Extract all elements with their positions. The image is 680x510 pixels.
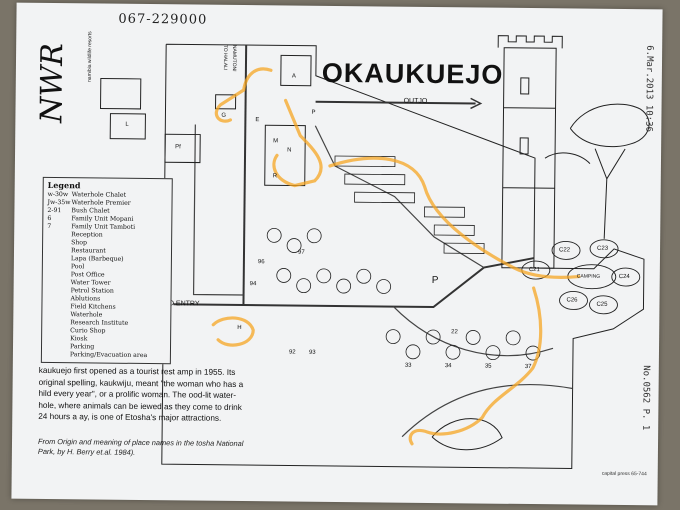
fax-page-stamp: No.0562 P. 1 xyxy=(640,365,651,431)
map-label-pf: Pf xyxy=(175,144,181,151)
legend-code: 7 xyxy=(47,222,52,231)
legend-label: Pool xyxy=(70,263,85,271)
legend-item: Parking/Evacuation area xyxy=(46,351,166,360)
legend-code xyxy=(47,239,71,247)
legend-label: Kiosk xyxy=(70,335,88,343)
legend-code: 6 xyxy=(47,214,52,223)
road-chalet xyxy=(314,125,485,269)
svg-text:NWR: NWR xyxy=(37,43,70,124)
legend-code xyxy=(46,335,70,343)
map-label-37: 37 xyxy=(524,363,532,371)
parking-label: P xyxy=(431,274,439,287)
road-south-loop xyxy=(393,306,554,357)
road-waterhole xyxy=(401,383,573,438)
legend-title: Legend xyxy=(47,179,81,191)
road-outjo xyxy=(315,100,476,105)
map-label-h: H xyxy=(237,324,242,332)
logo-tagline: namibia wildlife resorts xyxy=(86,31,94,83)
road-no-entry xyxy=(173,257,535,309)
legend-code xyxy=(46,343,70,351)
legend-code xyxy=(47,247,71,255)
namutoni-road-label: NAMUTONI xyxy=(230,44,238,72)
legend-label: Shop xyxy=(71,239,88,247)
map-label-34: 34 xyxy=(444,363,452,370)
outjo-road-label: OUTJO xyxy=(403,97,428,105)
map-label-97: 97 xyxy=(297,249,305,256)
legend-code xyxy=(47,287,71,295)
campsite-label-c26: C26 xyxy=(566,297,578,304)
building-a xyxy=(280,54,312,87)
legend-code xyxy=(46,303,70,311)
chalet-rows xyxy=(334,155,485,254)
legend-code: Jw-35w xyxy=(47,198,71,207)
map-label-g: G xyxy=(221,112,227,119)
legend-code xyxy=(47,279,71,287)
campsite-label-c22: C22 xyxy=(559,247,571,254)
legend-code xyxy=(46,295,70,303)
map-sheet: NWR namibia wildlife resorts 067-229000 … xyxy=(11,2,663,506)
legend-code xyxy=(46,319,70,327)
building-reception xyxy=(264,124,306,187)
camp-boundary xyxy=(161,43,645,469)
handwritten-phone-number: 067-229000 xyxy=(118,11,208,28)
nwr-logo-mark: NWR xyxy=(34,43,70,124)
campsite-pods xyxy=(521,239,641,315)
highlighted-route xyxy=(211,67,581,446)
camp-map-drawing xyxy=(100,35,650,469)
outjo-arrow xyxy=(470,97,483,110)
map-label-92: 92 xyxy=(288,349,296,356)
legend-code: 2-91 xyxy=(47,206,62,215)
legend-code xyxy=(47,271,71,279)
map-label-94: 94 xyxy=(249,281,257,288)
road-north-south xyxy=(242,45,248,306)
tree-illustration xyxy=(544,103,650,239)
fax-date-stamp: 6.Mar.2013 10:36 xyxy=(643,45,655,133)
legend-label: Parking/Evacuation area xyxy=(69,351,148,360)
map-label-a: A xyxy=(291,73,296,80)
bush-chalets xyxy=(266,227,541,361)
legend-code xyxy=(47,231,71,239)
building-l xyxy=(109,113,146,140)
legend-code xyxy=(46,351,70,359)
map-label-96: 96 xyxy=(257,259,265,266)
building-pf xyxy=(164,133,201,164)
campsite-label-c21: C21 xyxy=(528,267,540,274)
campsite-label-c23: C23 xyxy=(597,245,609,252)
legend-code xyxy=(47,263,71,271)
legend-label: Parking xyxy=(69,343,95,351)
map-label-n: N xyxy=(287,147,292,154)
halali-road-label: TO HALALI xyxy=(221,44,229,71)
map-label-e: E xyxy=(255,117,260,124)
nwr-logo: NWR namibia wildlife resorts xyxy=(34,23,98,142)
map-label-m: M xyxy=(273,138,279,145)
camp-description: kaukuejo first opened as a tourist rest … xyxy=(38,365,244,423)
source-citation: From Origin and meaning of place names i… xyxy=(37,436,244,457)
map-label-22: 22 xyxy=(451,329,458,336)
map-label-93: 93 xyxy=(308,349,316,356)
campsite-label-c25: C25 xyxy=(596,301,608,308)
legend-code xyxy=(46,327,70,335)
building-nw xyxy=(100,78,142,110)
water-tower-illustration xyxy=(497,35,563,269)
campsite-label-c24: C24 xyxy=(618,273,630,281)
camping-label: CAMPING xyxy=(576,273,601,280)
legend-code xyxy=(46,311,70,319)
printer-footer: capital press 65-744 xyxy=(601,470,647,478)
map-label-l: L xyxy=(125,121,129,128)
map-title: OKAUKUEJO xyxy=(321,57,504,90)
road-west-loop xyxy=(192,124,244,296)
map-label-33: 33 xyxy=(404,362,412,369)
map-label-p: P xyxy=(311,109,316,116)
legend-code xyxy=(47,255,71,263)
waterhole xyxy=(431,418,503,451)
map-label-r: R xyxy=(272,173,278,180)
map-label-35: 35 xyxy=(484,363,492,370)
building-g xyxy=(215,94,237,110)
legend-code: w-30w xyxy=(47,190,69,199)
